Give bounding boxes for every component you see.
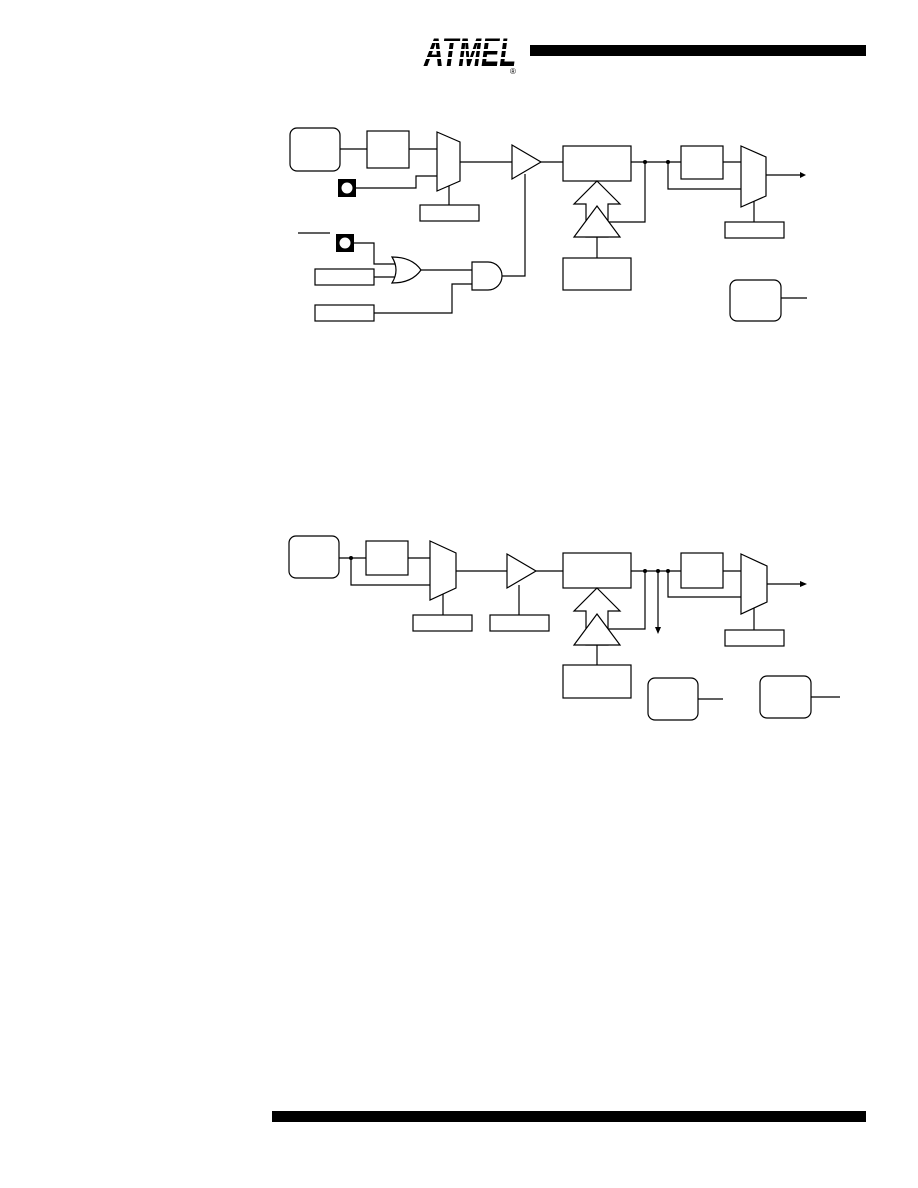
footer-rule xyxy=(272,1111,866,1122)
atmel-logo: ATMEL ® xyxy=(423,26,518,76)
d1-mux-select-register xyxy=(419,204,480,222)
d2-standalone-block-2 xyxy=(759,675,812,719)
d2-source-block xyxy=(288,535,340,579)
d1-and-gate xyxy=(471,261,503,291)
d1-standalone-block xyxy=(729,279,782,322)
d1-output-select-register xyxy=(724,221,785,239)
d2-reference-block xyxy=(562,664,632,699)
block-diagram-2 xyxy=(288,535,840,721)
d1-block-a xyxy=(366,130,410,169)
d2-mux xyxy=(429,540,457,601)
d2-amplifier xyxy=(506,552,538,590)
d1-register-1 xyxy=(314,268,375,286)
d1-main-block xyxy=(562,145,632,182)
d1-reference-block xyxy=(562,257,632,291)
registered-mark: ® xyxy=(510,67,516,76)
d1-source-block xyxy=(289,127,341,172)
d2-block-a xyxy=(365,540,409,576)
d1-output-mux xyxy=(740,145,767,208)
d2-main-block xyxy=(562,552,632,589)
d1-or-gate xyxy=(390,256,422,284)
d2-output-select-register xyxy=(724,629,785,647)
d1-block-b xyxy=(680,145,724,180)
d2-mux-select-register xyxy=(412,614,473,632)
d2-block-b xyxy=(680,552,724,589)
atmel-logo-text: ATMEL xyxy=(423,31,516,75)
header-rule xyxy=(530,45,866,56)
d2-output-mux xyxy=(740,553,768,615)
d1-amplifier xyxy=(511,143,543,181)
d1-register-2 xyxy=(314,304,375,322)
d2-standalone-block-1 xyxy=(647,677,699,721)
d2-gain-register xyxy=(489,614,550,632)
block-diagram-1 xyxy=(289,127,807,322)
d1-mux xyxy=(436,131,461,192)
